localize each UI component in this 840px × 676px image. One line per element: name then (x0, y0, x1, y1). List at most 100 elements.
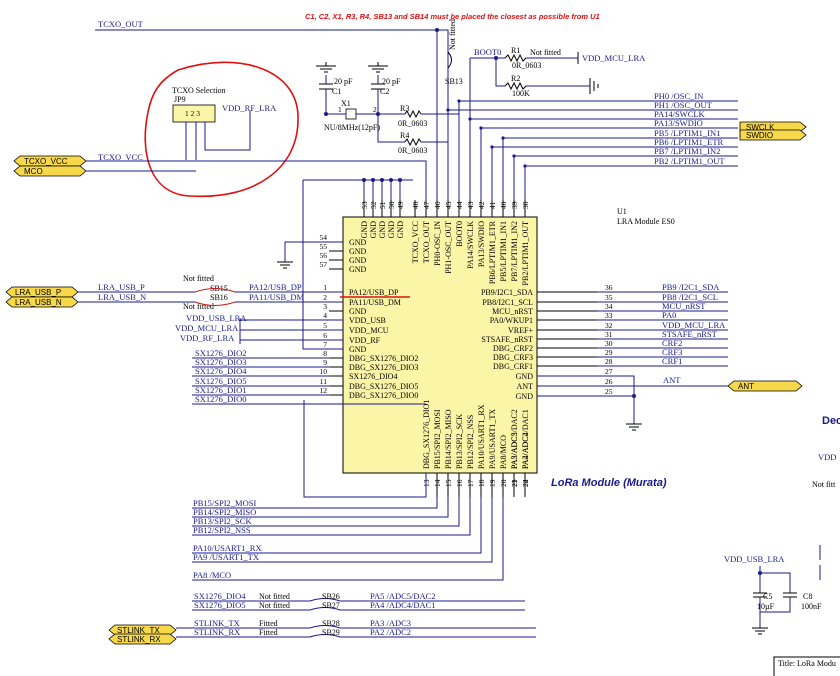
pin-left-name: GND (349, 247, 367, 256)
pin-right-num: 34 (605, 302, 613, 311)
pin-left-num: 11 (320, 377, 327, 386)
r4-ref: R4 (400, 131, 409, 140)
pin-bottom-name: PA3/ADC3 (510, 432, 519, 469)
pin-right-name: VREF+ (508, 326, 533, 335)
sb-row-right: PA4 /ADC4/DAC1 (370, 600, 436, 610)
pin-bottom-name: PA8/MCO (499, 435, 508, 469)
pin-bottom-name: PB15/SPI2_MOSI (433, 409, 442, 469)
pin-right-num: 28 (605, 357, 613, 366)
pin-top-name: GND (396, 221, 405, 239)
net-right-top: PA13/SWDIO (654, 118, 703, 128)
sb-row-ref: SB27 (322, 601, 340, 610)
net-right-top: PB7 /LPTIM1_IN2 (654, 146, 720, 156)
pin-left-name: DBG_SX1276_DIO3 (349, 363, 418, 372)
pin-right-num: 30 (605, 339, 613, 348)
pin-left-name: DBG_SX1276_DIO0 (349, 391, 418, 400)
net-right-side: PA0 (662, 310, 676, 320)
pin-left-name: DBG_SX1276_DIO2 (349, 354, 418, 363)
tcxo-pins: 1 2 3 (185, 109, 200, 118)
pin-bottom-name: PA4/ADC4/DAC1 (521, 409, 530, 469)
pin-bottom-num: 23 (510, 479, 519, 487)
net-vdd-usb-lra-right: VDD_USB_LRA (724, 554, 785, 564)
net-right-side: CRF3 (662, 347, 682, 357)
c5-ref: C5 (763, 592, 772, 601)
pin-right-num: 26 (605, 377, 613, 386)
pin-left-name: PA12/USB_DP (349, 288, 399, 297)
net-ant: ANT (663, 375, 681, 385)
net-right-side: STSAFE_nRST (662, 329, 718, 339)
tcxo-title: TCXO Selection (172, 86, 226, 95)
pin-top-num: 40 (499, 201, 508, 209)
pin-top-name: PB7/LPTIM1_IN2 (510, 221, 519, 281)
pin-left-name: GND (349, 238, 367, 247)
net-bottom: PB13/SPI2_SCK (193, 516, 252, 526)
net-pa12: PA12/USB_DP (249, 282, 302, 292)
pin-top-name: TCXO_OUT (422, 221, 431, 263)
pin-top-num: 53 (360, 201, 369, 209)
sb-row-ref: SB29 (322, 628, 340, 637)
net-lra-usb-n: LRA_USB_N (98, 292, 146, 302)
title-block-text: Title: LoRa Modu (778, 659, 836, 668)
title-block (773, 656, 840, 676)
port-stlink-tx-label: STLINK_TX (117, 626, 160, 635)
pin-top-name: GND (360, 221, 369, 239)
net-right-side: VDD_MCU_LRA (662, 320, 726, 330)
sb16-ref: SB16 (210, 293, 228, 302)
net-bottom: PA8 /MCO (193, 570, 231, 580)
c2-ref: C2 (380, 87, 389, 96)
pin-right-name: PA0/WKUP1 (490, 316, 533, 325)
pin-left-name: VDD_RF (349, 336, 381, 345)
pin-right-num: 35 (605, 293, 613, 302)
pin-left-num: 7 (323, 340, 327, 349)
x1-ref: X1 (341, 99, 351, 108)
port-stlink-rx-label: STLINK_RX (117, 635, 161, 644)
pin-bottom-num: 16 (455, 479, 464, 487)
net-left-signal: SX1276_DIO4 (195, 366, 247, 376)
net-vdd-rf-lra2: VDD_RF_LRA (180, 333, 235, 343)
pin-left-name: GND (349, 256, 367, 265)
c2-val: 20 pF (382, 77, 401, 86)
pin-top-name: GND (369, 221, 378, 239)
net-tcxo-vcc: TCXO_VCC (98, 152, 143, 162)
pin-left-num: 1 (323, 283, 327, 292)
pin-top-num: 41 (488, 201, 497, 209)
port-mco-label: MCO (24, 167, 43, 176)
pin-top-name: GND (378, 221, 387, 239)
net-right-side: CRF2 (662, 338, 682, 348)
port-ant-label: ANT (738, 382, 754, 391)
sb-row-fit: Fitted (259, 628, 278, 637)
net-vdd-usb-lra: VDD_USB_LRA (186, 313, 247, 323)
pin-right-name: ANT (517, 382, 534, 391)
sb15-note: Not fitted (183, 274, 214, 283)
pin-bottom-name: PB14/SPI2_MISO (444, 409, 453, 469)
x1-val: NU/8MHz(12pF) (324, 123, 380, 132)
pin-left-name: GND (349, 265, 367, 274)
port-mco (13, 165, 87, 177)
pin-top-num: 38 (521, 201, 530, 209)
net-pa11: PA11/USB_DM (249, 292, 305, 302)
r1-ref: R1 (511, 46, 520, 55)
net-bottom: PB12/SPI2_NSS (193, 525, 251, 535)
net-left-signal: SX1276_DIO0 (195, 394, 246, 404)
net-lra-usb-p: LRA_USB_P (98, 282, 145, 292)
tcxo-jumper (172, 104, 216, 123)
sb13-note: Not fitted (448, 19, 457, 50)
pin-top-num: 46 (433, 201, 442, 209)
port-lra-usb-p-label: LRA_USB_P (15, 288, 61, 297)
pin-right-name: PB9/I2C1_SDA (481, 288, 533, 297)
net-right-top: PB5 /LPTIM1_IN1 (654, 128, 720, 138)
sb-row-fit: Not fitted (259, 592, 290, 601)
sb-row-left: STLINK_TX (194, 618, 240, 628)
sb-row-left: SX1276_DIO5 (194, 600, 245, 610)
pin-right-num: 36 (605, 283, 613, 292)
sb-row-fit: Fitted (259, 619, 278, 628)
sb-row-ref: SB28 (322, 619, 340, 628)
port-stlink-rx (108, 633, 177, 645)
net-vdd-mcu-lra-top: VDD_MCU_LRA (582, 53, 646, 63)
dec-cut: Dec (822, 415, 840, 427)
c5-val: 10µF (757, 602, 775, 611)
pin-top-num: 42 (477, 201, 486, 209)
r2-ref: R2 (511, 74, 520, 83)
tcxo-ref: JP9 (174, 95, 186, 104)
